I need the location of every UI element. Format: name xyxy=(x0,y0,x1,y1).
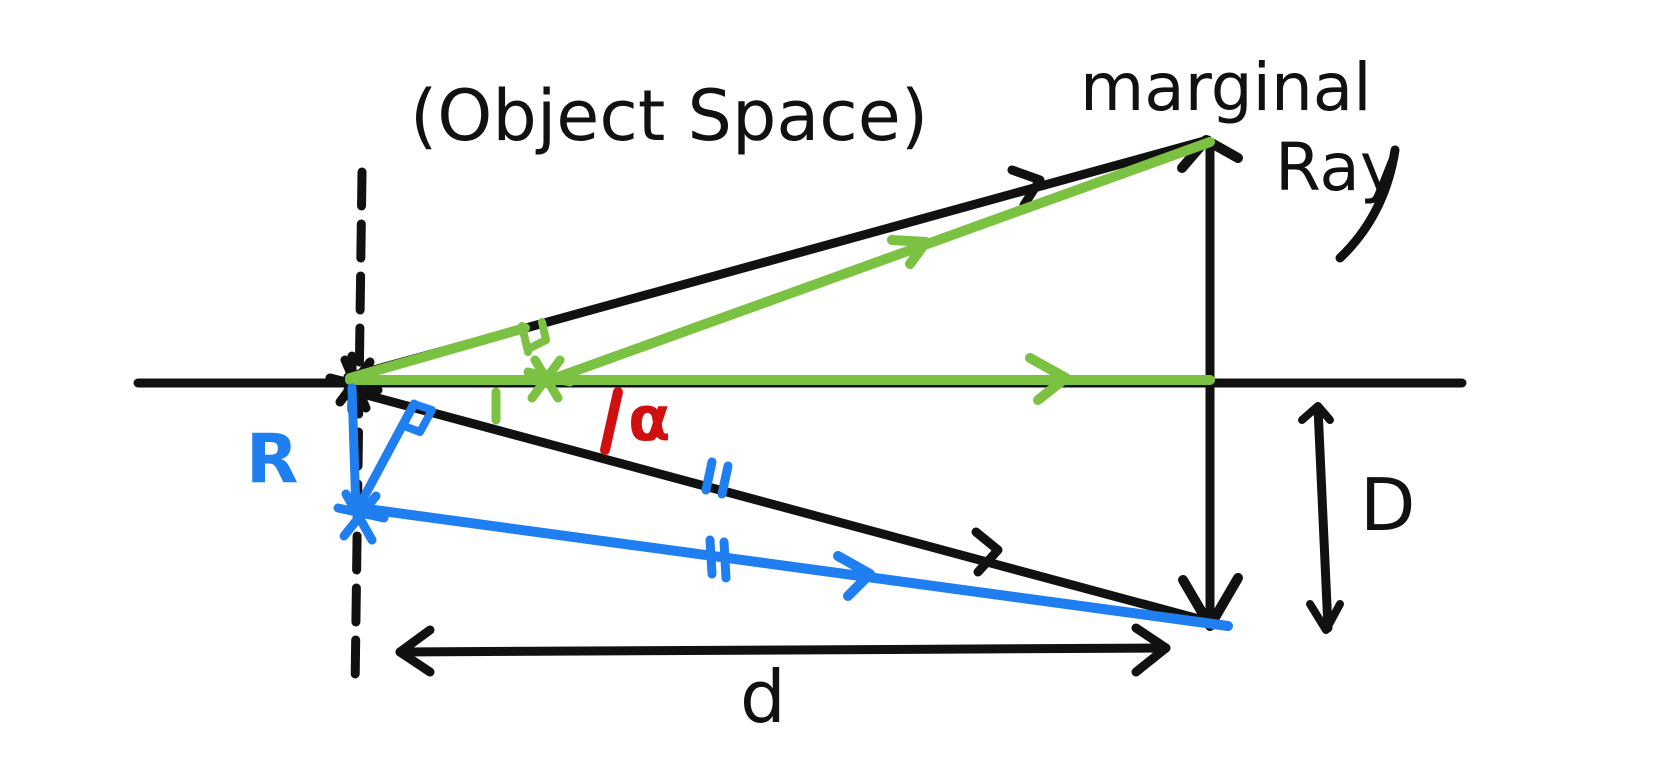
d-arrow-left xyxy=(395,625,435,677)
blue-perpendicular-line xyxy=(351,399,419,517)
blue-star-icon xyxy=(333,489,389,545)
green-axial-arrowhead xyxy=(1025,353,1071,405)
blue-ray xyxy=(355,503,1233,631)
d-label: d xyxy=(740,655,786,739)
green-ray-to-top xyxy=(545,137,1215,385)
blue-equal-marks-lower xyxy=(705,535,731,583)
green-star-icon xyxy=(523,355,575,403)
ray-label-hook xyxy=(1335,145,1400,263)
d-arrow-right xyxy=(1131,623,1171,677)
blue-equal-marks-upper xyxy=(701,457,733,499)
ray-label: Ray xyxy=(1275,129,1399,206)
alpha-label: α xyxy=(628,382,671,455)
D-arrow-bottom xyxy=(1306,600,1344,634)
reference-plane-dashed xyxy=(350,167,367,695)
marginal-ray-lower xyxy=(343,385,1215,627)
D-dimension-line xyxy=(1313,403,1333,633)
green-chief-ray xyxy=(345,323,530,383)
green-top-arrowhead xyxy=(887,235,931,269)
marginal-label: marginal xyxy=(1080,49,1372,126)
green-right-angle-mark xyxy=(518,318,550,356)
D-arrow-top xyxy=(1298,402,1334,424)
D-label: D xyxy=(1360,463,1415,547)
title-label: (Object Space) xyxy=(410,75,928,157)
blue-ray-arrowhead xyxy=(833,551,875,601)
blue-radius-line xyxy=(347,383,361,517)
blue-right-angle-mark xyxy=(400,400,436,436)
R-label: R xyxy=(246,420,298,499)
d-dimension-line xyxy=(395,643,1171,657)
alpha-angle-mark xyxy=(600,387,623,455)
upper-ray-arrowhead xyxy=(1007,165,1045,210)
lower-ray-arrowhead xyxy=(971,527,1003,577)
